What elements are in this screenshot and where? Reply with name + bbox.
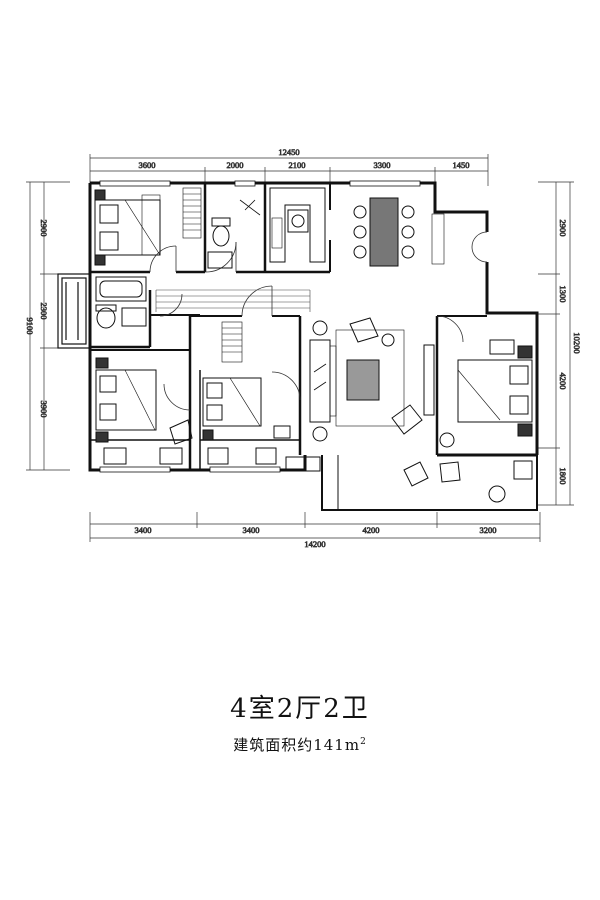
dim-right-seg: 2900 bbox=[558, 220, 568, 237]
dim-right-seg: 4200 bbox=[558, 373, 568, 390]
dim-left-seg: 2300 bbox=[39, 303, 49, 320]
area-prefix: 建筑面积约 bbox=[233, 736, 314, 754]
bed-icon bbox=[94, 189, 161, 266]
floor-plan: 12450 3600 2000 2100 3300 1450 3400 3400… bbox=[25, 147, 583, 550]
dimension-lines: 12450 3600 2000 2100 3300 1450 3400 3400… bbox=[25, 147, 583, 550]
dim-top-total: 12450 bbox=[278, 147, 299, 157]
windows bbox=[99, 180, 421, 473]
bay-window bbox=[57, 273, 91, 349]
tv-cabinet-icon bbox=[423, 344, 435, 416]
furniture bbox=[94, 187, 533, 503]
toilet-icon bbox=[211, 217, 231, 247]
dim-left-seg: 3900 bbox=[39, 401, 49, 418]
side-table-icon bbox=[312, 426, 328, 442]
dim-top-seg: 2000 bbox=[227, 160, 244, 170]
doors bbox=[149, 231, 488, 411]
area-line: 建筑面积约141m2 bbox=[0, 734, 600, 755]
chair-icon bbox=[273, 425, 291, 439]
bed-icon bbox=[95, 357, 157, 443]
dim-left-total: 9100 bbox=[25, 318, 35, 335]
desk-icon bbox=[103, 447, 183, 465]
dim-top-seg: 1450 bbox=[453, 160, 470, 170]
coffee-table-icon bbox=[346, 359, 380, 401]
balcony-chairs-icon bbox=[403, 460, 533, 503]
desk-icon bbox=[207, 447, 277, 465]
dim-left-seg: 2900 bbox=[39, 220, 49, 237]
dim-bottom-seg: 3400 bbox=[243, 525, 260, 535]
dim-top-seg: 3600 bbox=[139, 160, 156, 170]
dim-top-seg: 2100 bbox=[289, 160, 306, 170]
bathtub-icon bbox=[95, 276, 147, 302]
armchair-icon bbox=[349, 317, 379, 343]
cabinet-icon bbox=[431, 213, 445, 265]
layout-title: 4室2厅2卫 bbox=[230, 694, 370, 724]
rug-icon bbox=[335, 329, 405, 427]
armchair-icon bbox=[169, 419, 193, 445]
dining-table-icon bbox=[353, 197, 415, 267]
wardrobe-icon bbox=[489, 339, 515, 355]
wardrobe-icon bbox=[221, 321, 243, 363]
area-value: 141m bbox=[313, 736, 361, 754]
dim-right-seg: 1800 bbox=[558, 468, 568, 485]
sofa-icon bbox=[309, 339, 337, 423]
side-table-icon bbox=[312, 320, 328, 336]
kitchen-counter bbox=[269, 187, 326, 263]
wardrobe-icon bbox=[182, 187, 202, 239]
area-unit-sup: 2 bbox=[360, 737, 367, 747]
dim-top-seg: 3300 bbox=[374, 160, 391, 170]
ottoman-icon bbox=[439, 432, 455, 448]
dim-bottom-total: 14200 bbox=[304, 539, 325, 549]
bed-icon bbox=[202, 377, 262, 441]
dim-bottom-seg: 3400 bbox=[135, 525, 152, 535]
bed-icon bbox=[457, 345, 533, 437]
corridor-hatch bbox=[155, 289, 311, 312]
lamp-icon bbox=[381, 333, 395, 347]
sink-icon bbox=[121, 307, 147, 327]
walls bbox=[88, 181, 539, 511]
sink-icon bbox=[207, 251, 233, 269]
washer-icon bbox=[285, 456, 321, 472]
dim-right-seg: 1300 bbox=[558, 286, 568, 303]
armchair-icon bbox=[391, 404, 423, 435]
shower-icon bbox=[239, 199, 261, 216]
dim-bottom-seg: 3200 bbox=[480, 525, 497, 535]
toilet-icon bbox=[95, 304, 117, 329]
dim-bottom-seg: 4200 bbox=[363, 525, 380, 535]
dim-right-total: 10200 bbox=[572, 332, 582, 353]
